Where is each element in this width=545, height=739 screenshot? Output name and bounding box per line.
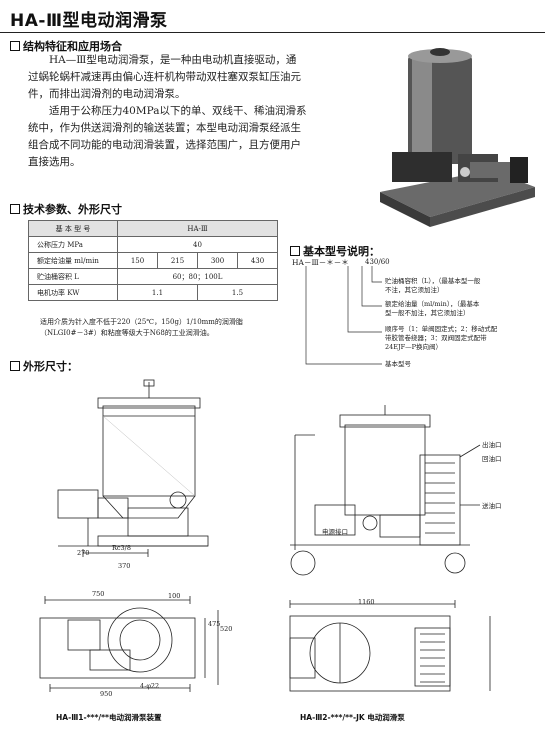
checkbox-square-icon [290,246,300,256]
table-cell: 430 [237,252,278,269]
right-top-view-drawing [289,600,491,692]
section-model-heading: 基本型号说明： [290,243,380,259]
note-line: 适用介质为针入度不低于220（25℃，150g）1/10mm的润滑脂 [40,318,243,326]
desc-line: 组合成不同功能的电动润滑装置，选择范围广，且方便用户 [28,139,301,151]
dim-475: 475 [208,620,221,628]
left-top-view-drawing [39,596,219,692]
caption-left: HA-Ⅲ1-***/**电动润滑泵装置 [56,713,162,722]
table-cell: 电机功率 KW [28,284,118,301]
section-model-title: 基本型号说明： [303,245,380,258]
section-specs-title: 技术参数、外形尺寸 [23,203,122,216]
model-code-suffix: 430/60 [365,258,390,266]
dim-520: 520 [220,625,233,633]
medium-note: 适用介质为针入度不低于220（25℃，150g）1/10mm的润滑脂 （NLGI… [40,317,290,339]
model-item-volume: 贮油桶容积（L），（最基本型一般不注，其它须加注） [385,277,481,294]
table-cell: 215 [157,252,198,269]
spec-table: 基 本 型 号 HA-Ⅲ 公称压力 MPa 40 额定给油量 ml/min 15… [28,220,278,301]
checkbox-square-icon [10,204,20,214]
table-cell: 150 [117,252,158,269]
section-dimensions-heading: 外形尺寸： [10,358,78,374]
right-front-view-drawing [290,405,481,576]
dim-1160: 1160 [358,598,375,606]
section-structure-title: 结构特征和应用场合 [23,40,122,53]
left-front-view-drawing [57,379,209,557]
table-row: 贮油桶容积 L 60；80；100L [28,268,278,285]
dim-750: 750 [92,590,105,598]
label-feed-port: 送油口 [482,502,502,510]
dim-370: 370 [118,562,131,570]
table-cell: 公称压力 MPa [28,236,118,253]
table-row: 额定给油量 ml/min 150 215 300 430 [28,252,278,269]
label-power-inlet: 电源接口 [322,528,348,536]
table-row: 公称压力 MPa 40 [28,236,278,253]
table-header-cell: HA-Ⅲ [117,220,278,237]
dim-4-d22: 4-φ22 [140,682,160,690]
table-cell: 1.5 [197,284,278,301]
label-oil-return: 回油口 [482,455,502,463]
structure-description: HA—Ⅲ型电动润滑泵，是一种由电动机直接驱动，通 过蜗轮蜗杆减速再由偏心连杆机构… [28,52,364,171]
section-dimensions-title: 外形尺寸： [23,360,78,373]
table-cell: 300 [197,252,238,269]
table-row: 基 本 型 号 HA-Ⅲ [28,220,278,237]
table-cell: 60；80；100L [117,268,278,285]
dim-100: 100 [168,592,181,600]
title-divider [0,32,545,33]
desc-line: 直接选用。 [28,156,81,168]
dim-950: 950 [100,690,113,698]
checkbox-square-icon [10,41,20,51]
desc-line: 件，而排出润滑剂的电动润滑泵。 [28,88,186,100]
dim-rc38: Rc3/8 [112,544,131,552]
table-cell: 1.1 [117,284,198,301]
desc-line: HA—Ⅲ型电动润滑泵，是一种由电动机直接驱动，通 [49,54,297,66]
section-structure-heading: 结构特征和应用场合 [10,38,122,54]
model-code-leader-lines [305,266,382,365]
label-oil-outlet: 出油口 [482,441,502,449]
table-cell: 额定给油量 ml/min [28,252,118,269]
desc-line: 适用于公称压力40MPa以下的单、双线干、稀油润滑系 [49,105,307,117]
checkbox-square-icon [10,361,20,371]
table-header-cell: 基 本 型 号 [28,220,118,237]
desc-line: 过蜗轮蜗杆减速再由偏心连杆机构带动双柱塞双泵缸压油元 [28,71,301,83]
model-item-flow: 额定给油量（ml/min），（最基本型一般不加注，其它须加注） [385,300,480,317]
note-line: （NLGI0#－3#）和粘度等级大于N68的工业润滑油。 [40,329,214,337]
page-title: HA-Ⅲ型电动润滑泵 [10,11,168,31]
pump-photo [370,42,540,242]
table-cell: 40 [117,236,278,253]
model-code: HA－Ⅲ－＊－＊ [292,258,349,267]
table-cell: 贮油桶容积 L [28,268,118,285]
desc-line: 统中，作为供送润滑剂的输送装置；本型电动润滑泵经派生 [28,122,301,134]
table-row: 电机功率 KW 1.1 1.5 [28,284,278,301]
model-item-base: 基本型号 [385,360,411,368]
section-specs-heading: 技术参数、外形尺寸 [10,201,122,217]
caption-right: HA-Ⅲ2-***/**-JK 电动润滑泵 [300,713,405,722]
dim-270: 270 [77,549,90,557]
model-item-sequence: 顺序号（1：单阀固定式；2：移动式配带胶管卷绕器；3：双阀固定式配带24EJF—… [385,325,498,351]
